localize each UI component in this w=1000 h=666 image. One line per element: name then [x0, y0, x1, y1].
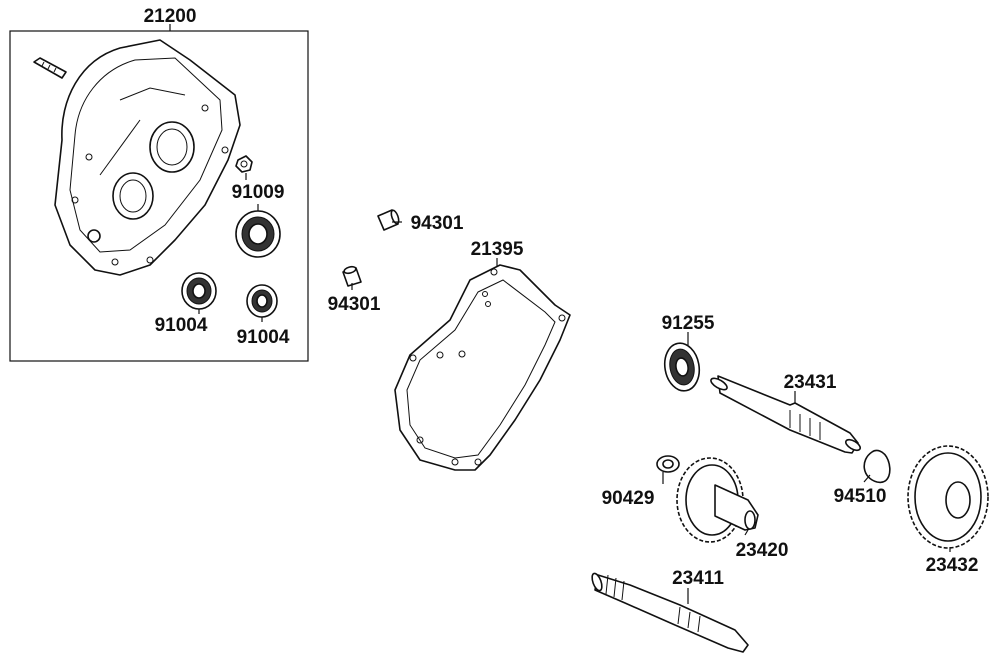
gear-23420[interactable] [676, 457, 759, 543]
shaft-23411[interactable] [590, 572, 749, 653]
dowel-pin-upper[interactable] [377, 209, 400, 231]
gear-23432[interactable] [907, 445, 989, 549]
shaft-23431[interactable] [709, 375, 862, 454]
label-91009: 91009 [232, 182, 285, 203]
label-94301-upper: 94301 [411, 213, 464, 234]
label-91004-left: 91004 [155, 315, 208, 336]
stud-bolt[interactable] [33, 57, 67, 79]
leader-lines [198, 173, 951, 604]
small-nut[interactable] [235, 155, 253, 173]
gasket[interactable] [394, 264, 571, 471]
bearing-91009[interactable] [235, 210, 281, 258]
label-91255: 91255 [662, 313, 715, 334]
label-21200: 21200 [144, 6, 197, 27]
label-23432: 23432 [926, 555, 979, 576]
label-23420: 23420 [736, 540, 789, 561]
label-90429: 90429 [602, 488, 655, 509]
circlip-94510[interactable] [863, 449, 891, 484]
label-91004-right: 91004 [237, 327, 290, 348]
label-21395: 21395 [471, 239, 524, 260]
label-23411: 23411 [672, 568, 724, 589]
bearing-91004-left[interactable] [181, 272, 217, 310]
housing-group-box [9, 30, 309, 362]
transmission-housing[interactable] [54, 39, 241, 276]
bearing-91004-right[interactable] [246, 284, 278, 318]
label-94510: 94510 [834, 486, 887, 507]
dowel-pin-lower[interactable] [342, 265, 362, 287]
bearing-91255[interactable] [661, 340, 703, 393]
label-23431: 23431 [784, 372, 837, 393]
label-94301-lower: 94301 [328, 294, 381, 315]
washer-90429[interactable] [656, 455, 680, 473]
